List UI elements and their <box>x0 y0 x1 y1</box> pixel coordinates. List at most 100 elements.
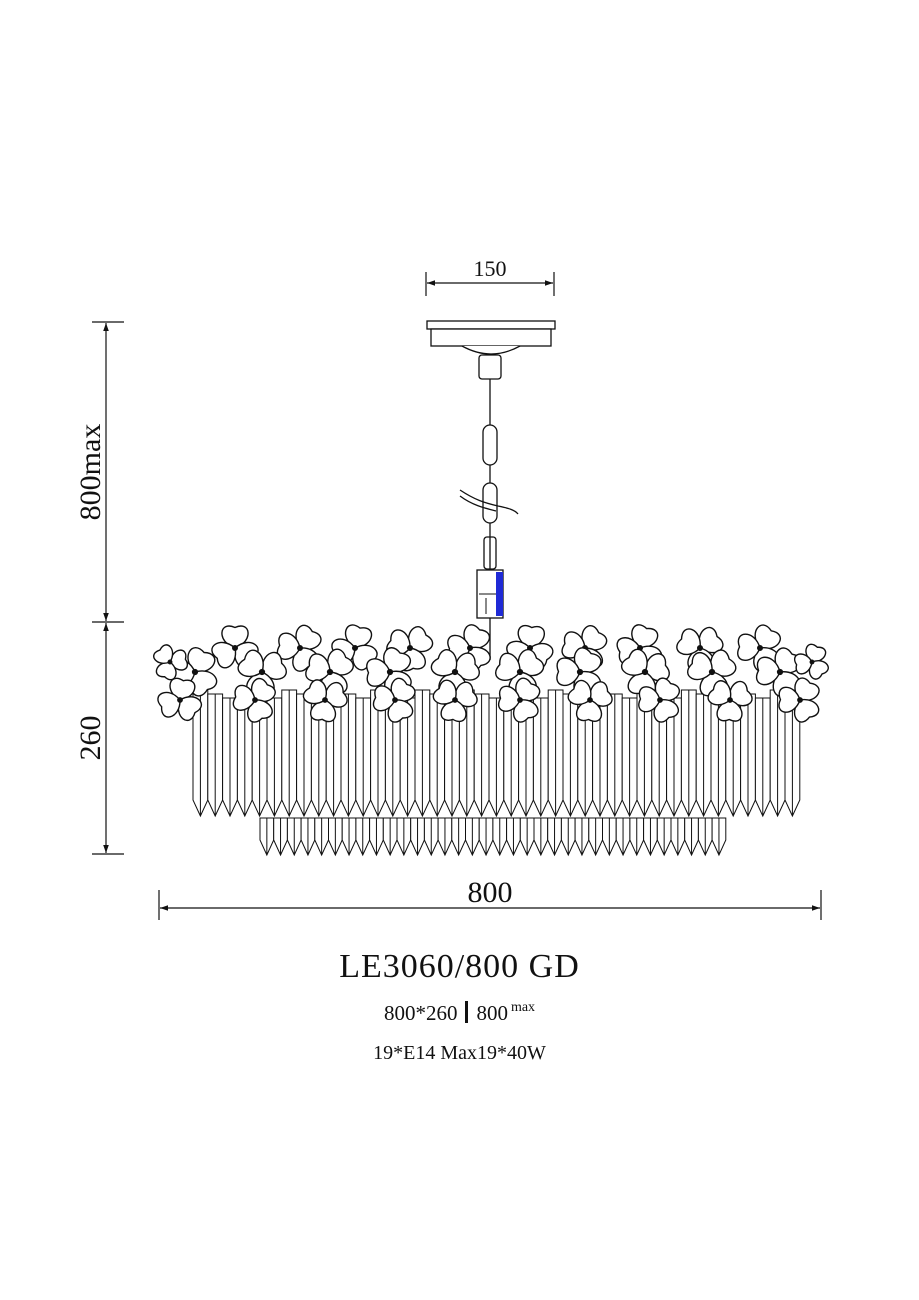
flower-center <box>231 644 239 652</box>
flower-petal <box>177 696 202 721</box>
crystal-prism <box>341 817 357 857</box>
chain-and-cable <box>459 379 519 570</box>
height-suffix: max <box>510 1000 536 1015</box>
flower-petal <box>754 624 781 650</box>
flower-petal <box>793 698 820 723</box>
flower-center <box>258 668 266 676</box>
flower-petal <box>517 624 546 649</box>
crystal-prism <box>602 817 617 857</box>
flower-petal <box>581 625 608 651</box>
crystal-prism <box>754 697 771 818</box>
flower-petal <box>774 647 803 674</box>
flower-petal <box>390 677 416 702</box>
crystal-prism <box>314 817 329 857</box>
flower-petal <box>515 677 541 702</box>
crystal-prism <box>473 693 490 818</box>
crystal-prism <box>207 693 224 818</box>
flower-petal <box>261 651 287 680</box>
crystal-prism <box>222 697 238 818</box>
flower-center <box>452 697 458 703</box>
crystal-prism <box>656 817 672 857</box>
flower-petal <box>513 699 539 723</box>
crystal-prism <box>506 817 521 857</box>
flower-petal <box>407 626 434 653</box>
flower-petal <box>250 677 276 703</box>
flower-petal <box>302 679 328 705</box>
flower-center <box>776 668 784 676</box>
crystal-prism <box>621 697 638 818</box>
dimension-label-diameter: 800 <box>468 876 513 909</box>
flower-center <box>296 644 304 652</box>
flower-petal <box>327 648 354 676</box>
flower-crown <box>153 624 829 723</box>
crystal-prism <box>236 689 253 818</box>
crystal-prism <box>281 689 298 818</box>
flower-petal <box>454 652 480 681</box>
crystal-prism <box>273 817 288 857</box>
flower-petal <box>755 656 781 686</box>
height-value: 800 <box>476 1001 508 1025</box>
flower-center <box>587 697 593 703</box>
flower-petal <box>778 686 801 713</box>
flower-center <box>708 668 716 676</box>
flower-center <box>516 668 524 676</box>
crystal-prism <box>695 693 712 818</box>
flower-center <box>696 644 704 652</box>
flower-petal <box>153 644 174 664</box>
accent-strip <box>496 572 503 616</box>
flower-petal <box>808 660 829 680</box>
flower-petal <box>517 649 545 677</box>
crystal-prism <box>355 697 372 818</box>
flower-petal <box>187 647 216 673</box>
flower-petal <box>387 699 414 723</box>
flower-center <box>576 668 584 676</box>
crystal-prism <box>615 817 631 857</box>
flower-petal <box>440 699 467 723</box>
flower-petal <box>432 679 457 705</box>
flower-petal <box>644 653 670 682</box>
flower-petal <box>575 699 603 722</box>
flower-petal <box>309 699 336 723</box>
dimension-diameter <box>158 890 822 920</box>
flower-center <box>322 697 328 703</box>
crystal-prism <box>588 817 603 857</box>
crystal-prism <box>711 817 727 857</box>
flower-petal <box>295 624 322 650</box>
crystal-prism <box>629 817 645 857</box>
crystal-prism <box>328 817 343 857</box>
flower-petal <box>589 681 613 707</box>
crystal-prism <box>340 693 357 818</box>
crystal-prism <box>414 689 431 818</box>
flower-petal <box>237 649 264 678</box>
crystal-prism <box>429 693 446 818</box>
flower-petal <box>737 633 761 661</box>
flower-center <box>351 644 359 652</box>
flower-petal <box>729 680 753 707</box>
flower-petal <box>211 641 237 669</box>
crystal-prism <box>547 689 564 818</box>
flower-petal <box>676 628 701 656</box>
crystal-prism <box>465 817 480 857</box>
upper-crystal-row <box>192 689 801 818</box>
flower-petal <box>463 624 491 649</box>
flower-center <box>727 697 733 703</box>
dimension-label-body-height: 260 <box>74 716 107 761</box>
crystal-prism <box>560 817 576 857</box>
crystal-prism <box>680 689 697 818</box>
crystal-prism <box>300 817 316 857</box>
crystal-prism <box>519 817 535 857</box>
crystal-prism <box>547 817 562 857</box>
flower-center <box>177 697 183 703</box>
flower-petal <box>247 699 273 723</box>
separator-bar <box>465 1001 469 1023</box>
flower-petal <box>344 624 373 649</box>
model-number: LE3060/800 GD <box>339 948 580 985</box>
flower-petal <box>573 647 602 674</box>
crystal-prism <box>684 817 699 857</box>
flower-petal <box>794 677 820 702</box>
flower-center <box>657 697 663 703</box>
crystal-prism <box>488 697 505 818</box>
crystal-prism <box>697 817 713 857</box>
